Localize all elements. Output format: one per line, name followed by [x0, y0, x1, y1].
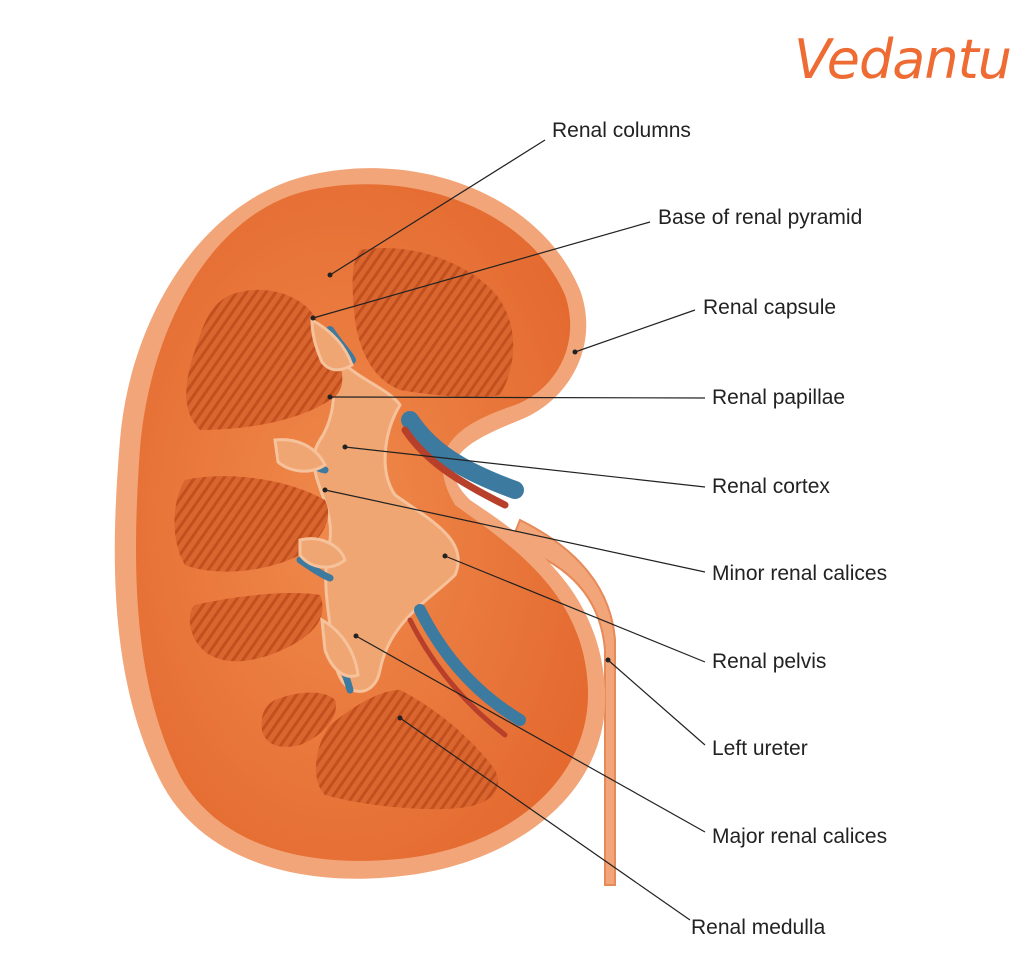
label-left-ureter: Left ureter: [712, 737, 808, 760]
label-renal-papillae: Renal papillae: [712, 386, 846, 409]
leader-dot: [353, 633, 359, 639]
pyramid-top-left: [186, 289, 343, 430]
renal-pelvis: [312, 357, 460, 693]
pyramid-middle: [174, 476, 329, 572]
renal-pyramids: [174, 248, 514, 810]
label-major-renal-calices: Major renal calices: [712, 825, 888, 848]
leader-renal-capsule: [574, 309, 696, 353]
pyramid-bottom: [315, 690, 499, 810]
leader-renal-cortex: [344, 446, 706, 488]
leader-major-renal-calices: [355, 635, 706, 833]
leader-base-of-renal-pyramid: [312, 221, 651, 319]
leader-dot: [310, 315, 316, 321]
brand-logo: Vedantu: [794, 28, 1012, 91]
leader-dot: [327, 394, 333, 400]
label-renal-cortex: Renal cortex: [712, 475, 830, 498]
leader-dot: [342, 444, 348, 450]
leader-dot: [327, 272, 333, 278]
leader-dot: [397, 715, 403, 721]
leader-dot: [605, 657, 611, 663]
pyramid-small: [261, 692, 336, 747]
label-renal-medulla: Renal medulla: [691, 916, 826, 939]
leader-renal-pelvis: [444, 555, 706, 663]
leader-renal-papillae: [329, 396, 706, 399]
leader-dot: [572, 349, 578, 355]
label-renal-pelvis: Renal pelvis: [712, 650, 827, 673]
leader-renal-medulla: [399, 717, 691, 921]
leader-left-ureter: [607, 659, 706, 746]
label-renal-columns: Renal columns: [552, 119, 691, 142]
leader-minor-renal-calices: [324, 489, 706, 573]
label-base-of-renal-pyramid: Base of renal pyramid: [658, 206, 863, 229]
leader-dot: [322, 487, 328, 493]
leader-dot: [442, 553, 448, 559]
leader-renal-columns: [329, 139, 546, 276]
label-renal-capsule: Renal capsule: [703, 296, 837, 319]
pyramid-lower-left: [189, 593, 323, 662]
pyramid-top-right: [352, 248, 514, 398]
label-minor-renal-calices: Minor renal calices: [712, 562, 888, 585]
minor-calices: [273, 317, 360, 678]
ureter: [508, 518, 616, 886]
